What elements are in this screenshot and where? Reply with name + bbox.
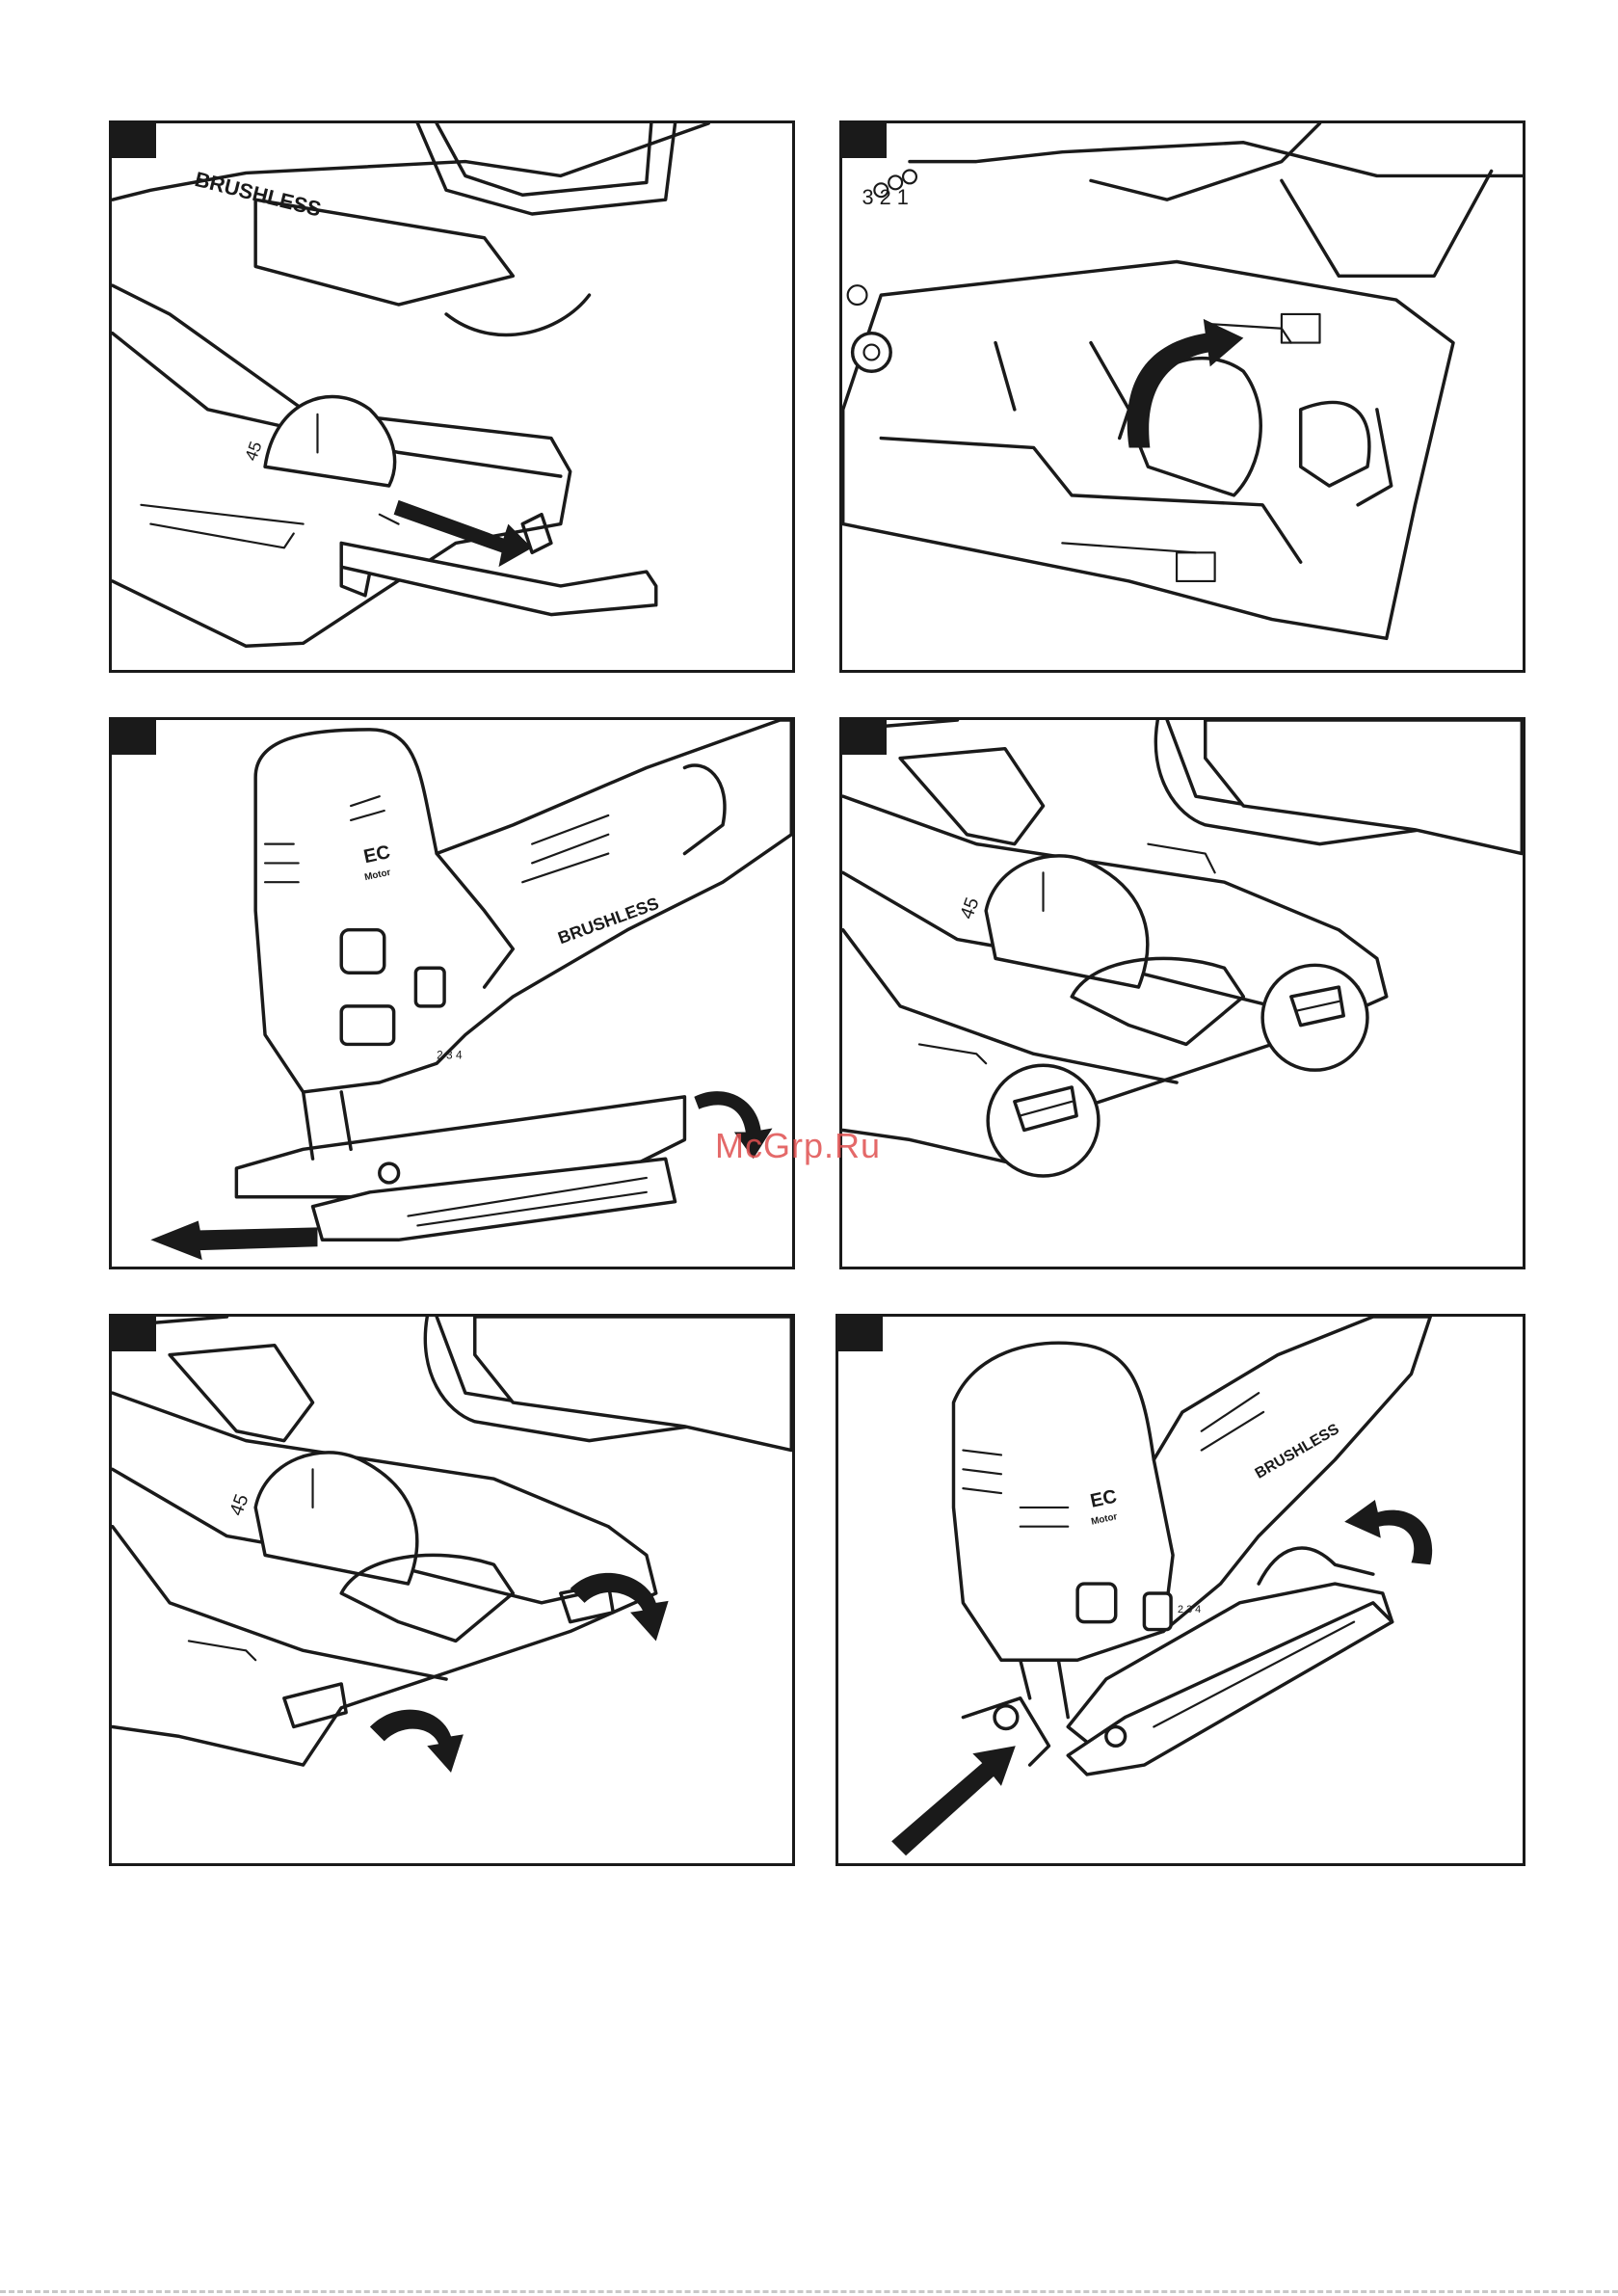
figure-illustration: BRUSHLESS 45 [112, 123, 792, 670]
figure-panel-1: BRUSHLESS 45 [109, 120, 795, 673]
bevel-scale-label: 45 [956, 894, 983, 921]
curved-arrow-left-icon [1344, 1500, 1432, 1564]
figure-illustration: 3 2 1 [842, 123, 1523, 670]
speed-numbers-small: 2 3 4 [437, 1048, 463, 1061]
jigsaw-body [255, 720, 791, 1092]
light-button-icon [341, 930, 385, 974]
figure-illustration: EC Motor BRUSHLESS 2 3 4 [838, 1317, 1523, 1863]
power-button-icon [1144, 1593, 1171, 1630]
figure-panel-5: 45 [109, 1314, 795, 1866]
figure-panel-2: 3 2 1 [839, 120, 1525, 673]
speed-numbers-label: 3 2 1 [862, 185, 909, 209]
figure-panel-3: EC Motor BRUSHLESS 2 3 4 [109, 717, 795, 1269]
bevel-scale-label: 45 [225, 1491, 252, 1518]
figure-illustration: EC Motor BRUSHLESS 2 3 4 [112, 720, 792, 1267]
bevel-scale-label: 45 [241, 439, 266, 464]
light-button-icon [1077, 1584, 1116, 1622]
speed-numbers-small: 2 3 4 [1178, 1604, 1201, 1615]
figure-illustration: 45 [842, 720, 1523, 1267]
magnify-circle-icon [988, 1065, 1099, 1176]
figure-panel-4: 45 [839, 717, 1525, 1269]
power-button-icon [415, 968, 444, 1006]
hex-key-icon [341, 543, 656, 614]
magnify-circle-icon [1262, 965, 1367, 1070]
arrow-left-icon [150, 1221, 317, 1261]
arrow-up-right-icon [891, 1746, 1016, 1855]
figure-panel-6: EC Motor BRUSHLESS 2 3 4 [836, 1314, 1525, 1866]
page-bottom-divider [0, 2290, 1618, 2293]
watermark: McGrp.Ru [715, 1126, 881, 1166]
curved-arrow-down-icon [370, 1710, 464, 1773]
figure-illustration: 45 [112, 1317, 792, 1863]
